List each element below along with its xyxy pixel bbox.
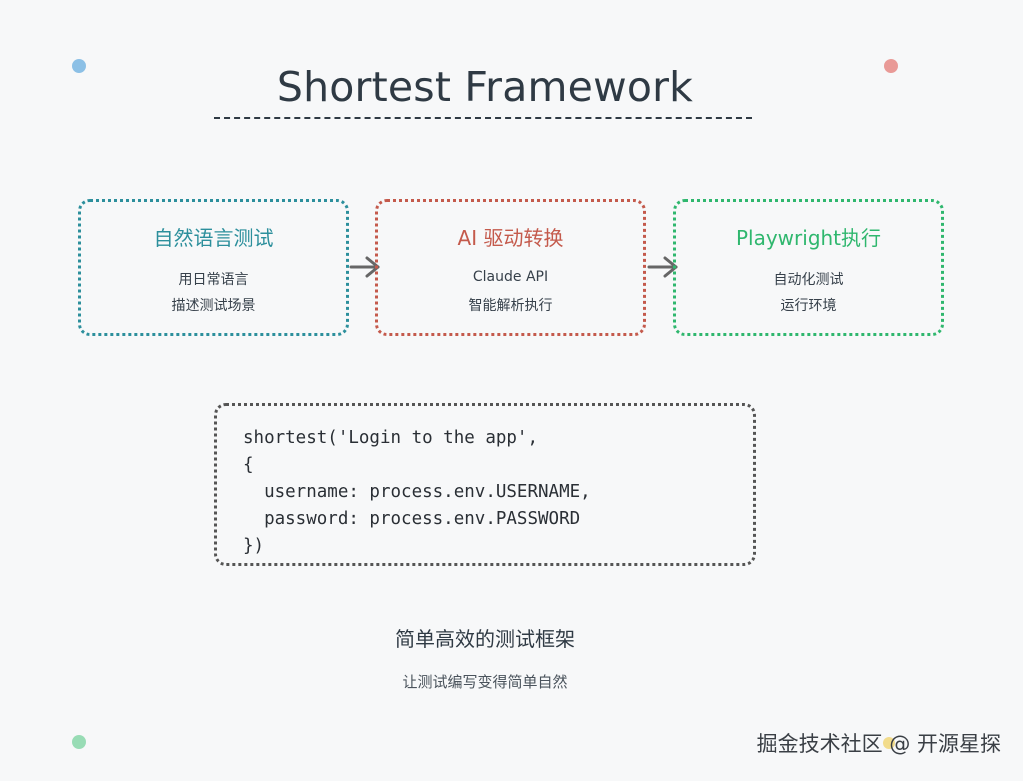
code-line: password: process.env.PASSWORD <box>243 509 581 529</box>
title-divider <box>214 117 752 119</box>
step-heading: AI 驱动转换 <box>457 226 564 250</box>
step-box-ai-conversion: AI 驱动转换 Claude API 智能解析执行 <box>375 199 646 336</box>
watermark-dot <box>883 737 895 749</box>
code-line: shortest('Login to the app', <box>243 428 539 448</box>
decor-dot-top-left <box>72 59 86 73</box>
step-line: 用日常语言 <box>178 272 249 288</box>
diagram-title: Shortest Framework <box>276 63 694 111</box>
step-line: 描述测试场景 <box>171 298 256 314</box>
step-line: 运行环境 <box>780 298 837 314</box>
step-heading: 自然语言测试 <box>153 226 274 250</box>
decor-dot-top-right <box>884 59 898 73</box>
right-arrow-icon <box>647 256 678 278</box>
step-box-playwright: Playwright执行 自动化测试 运行环境 <box>673 199 944 336</box>
tagline: 简单高效的测试框架 <box>395 627 575 651</box>
right-arrow-icon <box>349 256 380 278</box>
subtagline: 让测试编写变得简单自然 <box>402 673 568 691</box>
step-line: 智能解析执行 <box>468 298 553 314</box>
step-heading: Playwright执行 <box>735 226 882 250</box>
decor-dot-bottom-left <box>72 735 86 749</box>
watermark-text: 掘金技术社区 @ 开源星探 <box>756 732 1001 756</box>
step-box-natural-language: 自然语言测试 用日常语言 描述测试场景 <box>78 199 349 336</box>
code-line: username: process.env.USERNAME, <box>243 482 591 502</box>
code-snippet: shortest('Login to the app', { username:… <box>214 403 756 566</box>
code-line: }) <box>243 536 265 556</box>
step-line: 自动化测试 <box>773 272 844 288</box>
code-line: { <box>243 455 254 475</box>
step-line: Claude API <box>472 269 549 285</box>
